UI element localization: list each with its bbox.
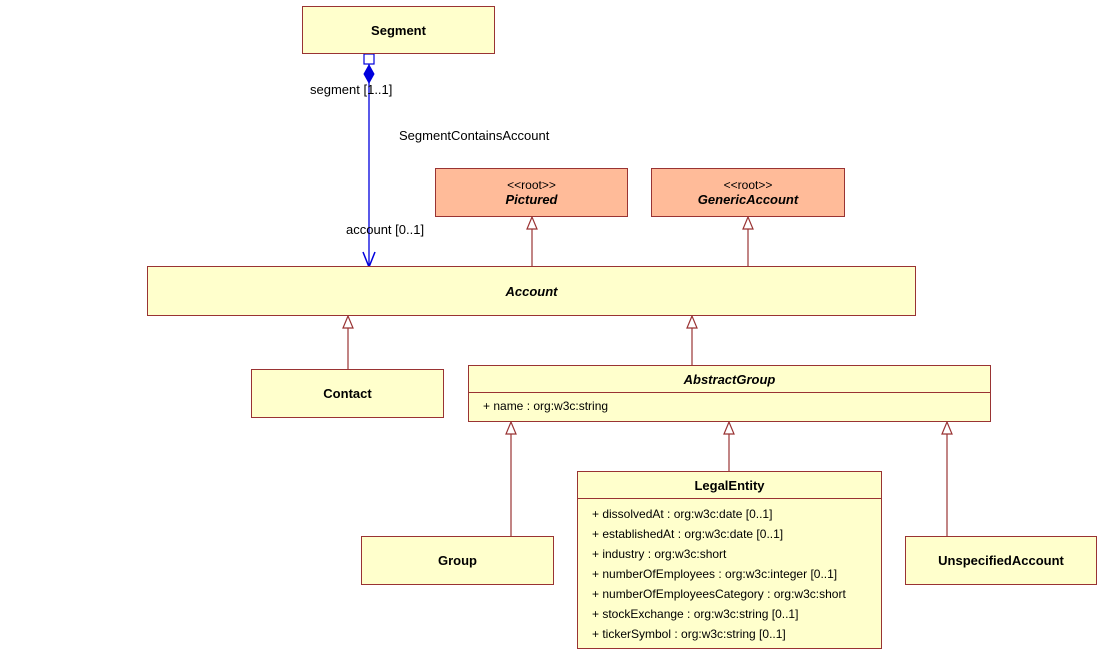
attribute: + name : org:w3c:string — [483, 399, 609, 413]
association-name: SegmentContainsAccount — [399, 128, 550, 143]
class-pictured[interactable]: <<root>> Pictured — [435, 168, 628, 217]
generalization-arrow — [686, 314, 698, 329]
generalization-arrow — [742, 215, 754, 230]
attribute: + dissolvedAt : org:w3c:date [0..1] — [592, 507, 773, 521]
association-target-role: account [0..1] — [346, 222, 425, 237]
attribute: + numberOfEmployeesCategory : org:w3c:sh… — [592, 587, 846, 601]
class-segment[interactable]: Segment — [302, 6, 495, 54]
class-account[interactable]: Account — [147, 266, 916, 316]
class-name: Contact — [323, 386, 372, 401]
class-name: LegalEntity — [694, 477, 765, 493]
attribute-compartment: + name : org:w3c:string — [469, 392, 990, 421]
class-name: Account — [505, 283, 558, 299]
class-unspecifiedaccount[interactable]: UnspecifiedAccount — [905, 536, 1097, 585]
attribute-compartment: + dissolvedAt : org:w3c:date [0..1] + es… — [578, 498, 881, 644]
class-name: UnspecifiedAccount — [938, 553, 1064, 568]
class-stereotype: <<root>> — [723, 178, 773, 192]
class-name: Pictured — [505, 192, 558, 207]
class-abstractgroup[interactable]: AbstractGroup + name : org:w3c:string — [468, 365, 991, 422]
attribute: + tickerSymbol : org:w3c:string [0..1] — [592, 627, 786, 641]
class-name: GenericAccount — [697, 192, 799, 207]
class-name: Group — [438, 553, 477, 568]
composition-diamond — [363, 63, 375, 85]
class-name: Segment — [371, 22, 426, 38]
class-name: AbstractGroup — [683, 371, 776, 387]
association-source-role: segment [1..1] — [310, 82, 393, 97]
attribute: + stockExchange : org:w3c:string [0..1] — [592, 607, 799, 621]
association-end-square — [363, 53, 375, 65]
class-group[interactable]: Group — [361, 536, 554, 585]
generalization-arrow — [723, 420, 735, 435]
attribute: + numberOfEmployees : org:w3c:integer [0… — [592, 567, 838, 581]
attribute: + establishedAt : org:w3c:date [0..1] — [592, 527, 784, 541]
generalization-arrow — [342, 314, 354, 329]
class-contact[interactable]: Contact — [251, 369, 444, 418]
generalization-arrow — [505, 420, 517, 435]
class-legalentity[interactable]: LegalEntity + dissolvedAt : org:w3c:date… — [577, 471, 882, 649]
generalization-arrow — [941, 420, 953, 435]
generalization-arrow — [526, 215, 538, 230]
class-genericaccount[interactable]: <<root>> GenericAccount — [651, 168, 845, 217]
attribute: + industry : org:w3c:short — [592, 547, 727, 561]
class-stereotype: <<root>> — [507, 178, 556, 192]
